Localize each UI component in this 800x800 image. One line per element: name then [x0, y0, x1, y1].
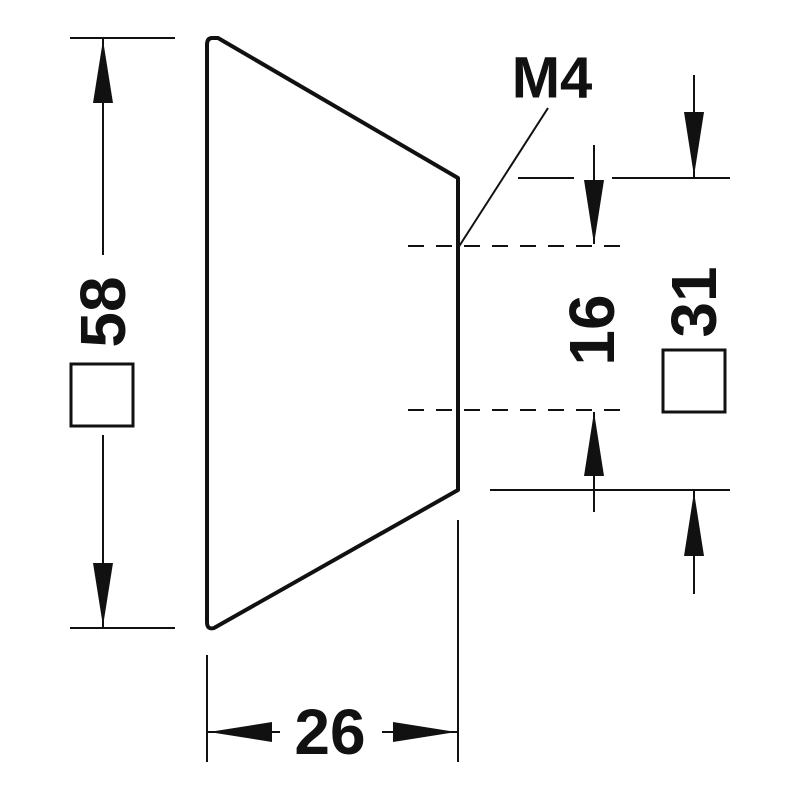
- base-arrow-bottom: [684, 492, 704, 556]
- base-height-dimension: 31: [490, 75, 730, 594]
- hole-spacing-label: 16: [556, 294, 628, 365]
- base-height-label: 31: [658, 266, 730, 337]
- height-arrow-bottom: [93, 563, 113, 626]
- height-label: 58: [67, 276, 139, 347]
- square-symbol-left: [69, 362, 135, 428]
- hole-spacing-dimension: 16: [556, 145, 628, 512]
- width-arrow-right: [393, 722, 456, 742]
- width-arrow-left: [209, 722, 272, 742]
- thread-leader-line: [457, 107, 549, 249]
- height-dimension: 58: [67, 37, 175, 629]
- hole-spacing-arrow-top: [584, 180, 604, 244]
- knob-outline: [205, 36, 460, 631]
- hole-spacing-arrow-bottom: [584, 412, 604, 476]
- base-arrow-top: [684, 112, 704, 176]
- square-symbol-right: [661, 348, 727, 414]
- thread-label: M4: [512, 46, 593, 111]
- height-arrow-top: [93, 40, 113, 103]
- thread-callout: M4: [457, 46, 593, 249]
- width-label: 26: [294, 696, 365, 768]
- width-dimension: 26: [206, 520, 459, 768]
